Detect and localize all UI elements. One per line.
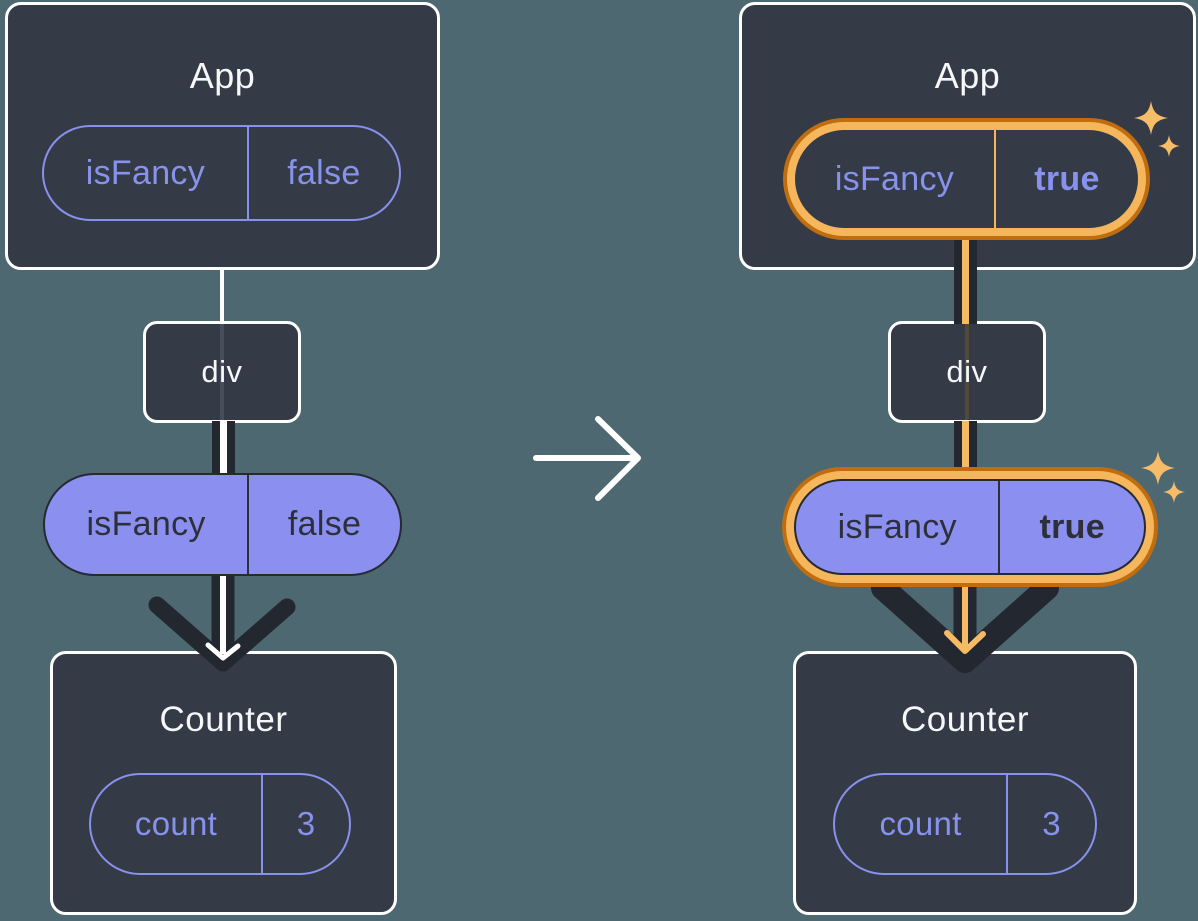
before-app-state-key: isFancy: [85, 153, 206, 192]
sparkle-icon: [1158, 135, 1180, 157]
after-edge-core: [962, 224, 969, 324]
before-counter-title: Counter: [159, 700, 288, 739]
after-div-label: div: [946, 354, 988, 389]
after-div-node: div: [888, 321, 1046, 423]
before-prop-pass-line: [220, 324, 224, 420]
transition-arrow-icon: [533, 416, 641, 501]
before-counter-state-value: 3: [261, 775, 349, 873]
after-prop-shaft: [954, 421, 977, 481]
before-counter-state-key: count: [134, 805, 218, 842]
before-counter-state-pill: count 3: [89, 773, 351, 875]
before-div-node: div: [143, 321, 301, 423]
after-edge-app-to-div: [954, 224, 977, 324]
before-app-title: App: [189, 55, 256, 96]
before-div-label: div: [201, 354, 243, 389]
after-prop-pill: isFancy true: [794, 479, 1146, 575]
after-counter-state-pill: count 3: [833, 773, 1097, 875]
sparkle-icon: [1163, 481, 1185, 503]
sparkle-icon: [1141, 451, 1175, 485]
sparkle-icon: [1134, 101, 1168, 135]
before-app-state-value: false: [246, 127, 399, 219]
after-counter-state-key: count: [879, 805, 962, 842]
after-app-state-key: isFancy: [834, 159, 955, 198]
before-prop-key: isFancy: [86, 505, 206, 543]
after-counter-state-value: 3: [1006, 775, 1095, 873]
after-prop-value: true: [998, 481, 1144, 573]
before-prop-arrow-icon: [148, 571, 296, 672]
before-prop-value: false: [247, 475, 400, 574]
after-prop-shaft-core: [962, 421, 969, 481]
after-app-title: App: [934, 55, 1001, 96]
before-edge-app-to-div: [220, 268, 224, 324]
before-counter-node: Counter: [50, 651, 397, 915]
after-prop-key: isFancy: [837, 507, 957, 546]
before-prop-pill: isFancy false: [43, 473, 402, 576]
before-prop-shaft: [212, 421, 235, 479]
after-app-state-value: true: [993, 130, 1138, 228]
before-app-state-pill: isFancy false: [42, 125, 401, 221]
after-prop-arrow-icon: [871, 571, 1059, 673]
after-counter-title: Counter: [900, 700, 1030, 739]
after-app-state-pill: isFancy true: [795, 130, 1138, 228]
after-prop-pass-line: [965, 324, 969, 420]
before-prop-shaft-core: [220, 421, 227, 479]
